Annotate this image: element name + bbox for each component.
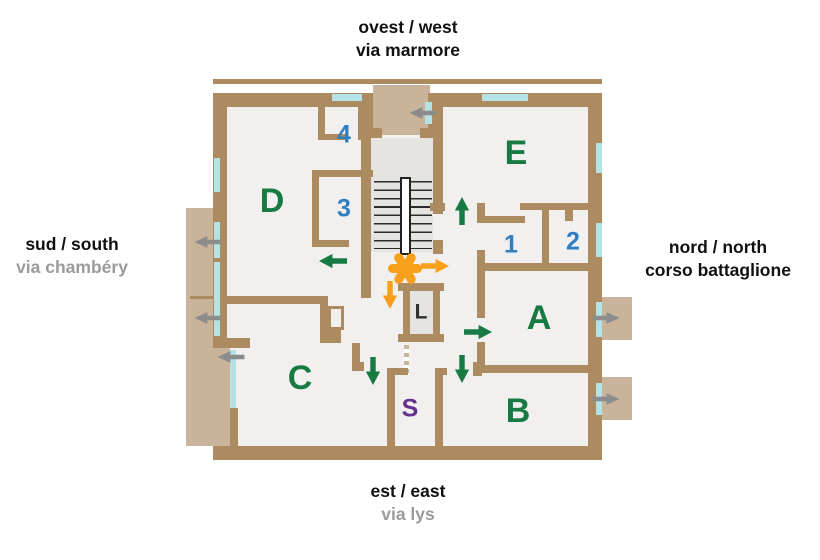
room-label-d: D	[259, 182, 285, 220]
window	[596, 223, 602, 257]
room-label-c: C	[287, 359, 313, 397]
wall	[398, 334, 444, 342]
window	[230, 350, 236, 408]
wall	[565, 203, 573, 221]
wall	[230, 408, 238, 446]
compass-north-street: corso battaglione	[645, 260, 791, 280]
wall	[478, 263, 590, 271]
window	[214, 262, 220, 336]
wall	[435, 368, 443, 446]
wall-niche	[328, 306, 344, 330]
wall	[320, 296, 328, 332]
balcony	[186, 338, 230, 446]
room-label-e: E	[504, 134, 528, 172]
compass-east: est / east via lys	[371, 480, 446, 526]
compass-south: sud / south via chambéry	[16, 233, 128, 279]
wall	[480, 216, 525, 223]
wall	[477, 203, 485, 223]
room-label-a: A	[526, 299, 552, 337]
wall	[312, 170, 319, 247]
wall	[477, 250, 485, 318]
room-label-1: 1	[504, 230, 518, 259]
wall	[387, 368, 408, 375]
room-label-2: 2	[566, 227, 580, 256]
compass-north-direction: nord / north	[668, 237, 768, 257]
stairs-label-s: S	[401, 394, 419, 423]
stairs-handrail	[400, 177, 411, 255]
wall	[433, 289, 440, 336]
lift-label: L	[414, 300, 428, 324]
wall	[358, 128, 382, 140]
wall	[318, 95, 325, 140]
wall	[361, 138, 371, 298]
balcony-divider	[190, 296, 213, 299]
wall	[520, 203, 590, 210]
wall	[213, 79, 602, 84]
window	[214, 158, 220, 192]
room-label-b: B	[505, 392, 531, 430]
compass-west-direction: ovest / west	[358, 17, 458, 37]
wall	[227, 296, 327, 304]
wall	[352, 362, 364, 371]
asterisk-icon	[387, 250, 423, 286]
compass-south-direction: sud / south	[25, 234, 119, 254]
wall	[542, 207, 549, 269]
wall	[473, 365, 590, 373]
room-label-3: 3	[337, 194, 351, 223]
wall	[477, 342, 485, 365]
window	[596, 143, 602, 173]
balcony-arrow-north-2-icon	[592, 393, 620, 405]
compass-north: nord / north corso battaglione	[645, 236, 791, 282]
wall	[387, 368, 395, 446]
wall	[320, 330, 341, 343]
balcony-arrow-north-1-icon	[592, 312, 620, 324]
wall	[312, 170, 373, 177]
compass-east-street: via lys	[381, 504, 435, 524]
compass-east-direction: est / east	[370, 481, 446, 501]
window	[482, 94, 528, 101]
dashed-door	[404, 345, 409, 375]
wall	[433, 240, 443, 254]
wall	[318, 134, 346, 140]
wall	[213, 446, 602, 460]
wall	[312, 240, 349, 247]
window	[332, 94, 362, 101]
lift-cabin	[410, 291, 433, 334]
wall	[430, 203, 445, 211]
wall	[403, 289, 410, 336]
wall	[433, 138, 443, 214]
wall	[588, 93, 602, 460]
wall	[213, 338, 250, 348]
room-label-4: 4	[337, 120, 351, 149]
compass-south-street: via chambéry	[16, 257, 128, 277]
wall	[420, 128, 443, 140]
wall	[352, 343, 360, 366]
compass-west: ovest / west via marmore	[356, 16, 460, 62]
compass-west-street: via marmore	[355, 40, 461, 60]
wall	[398, 283, 444, 291]
